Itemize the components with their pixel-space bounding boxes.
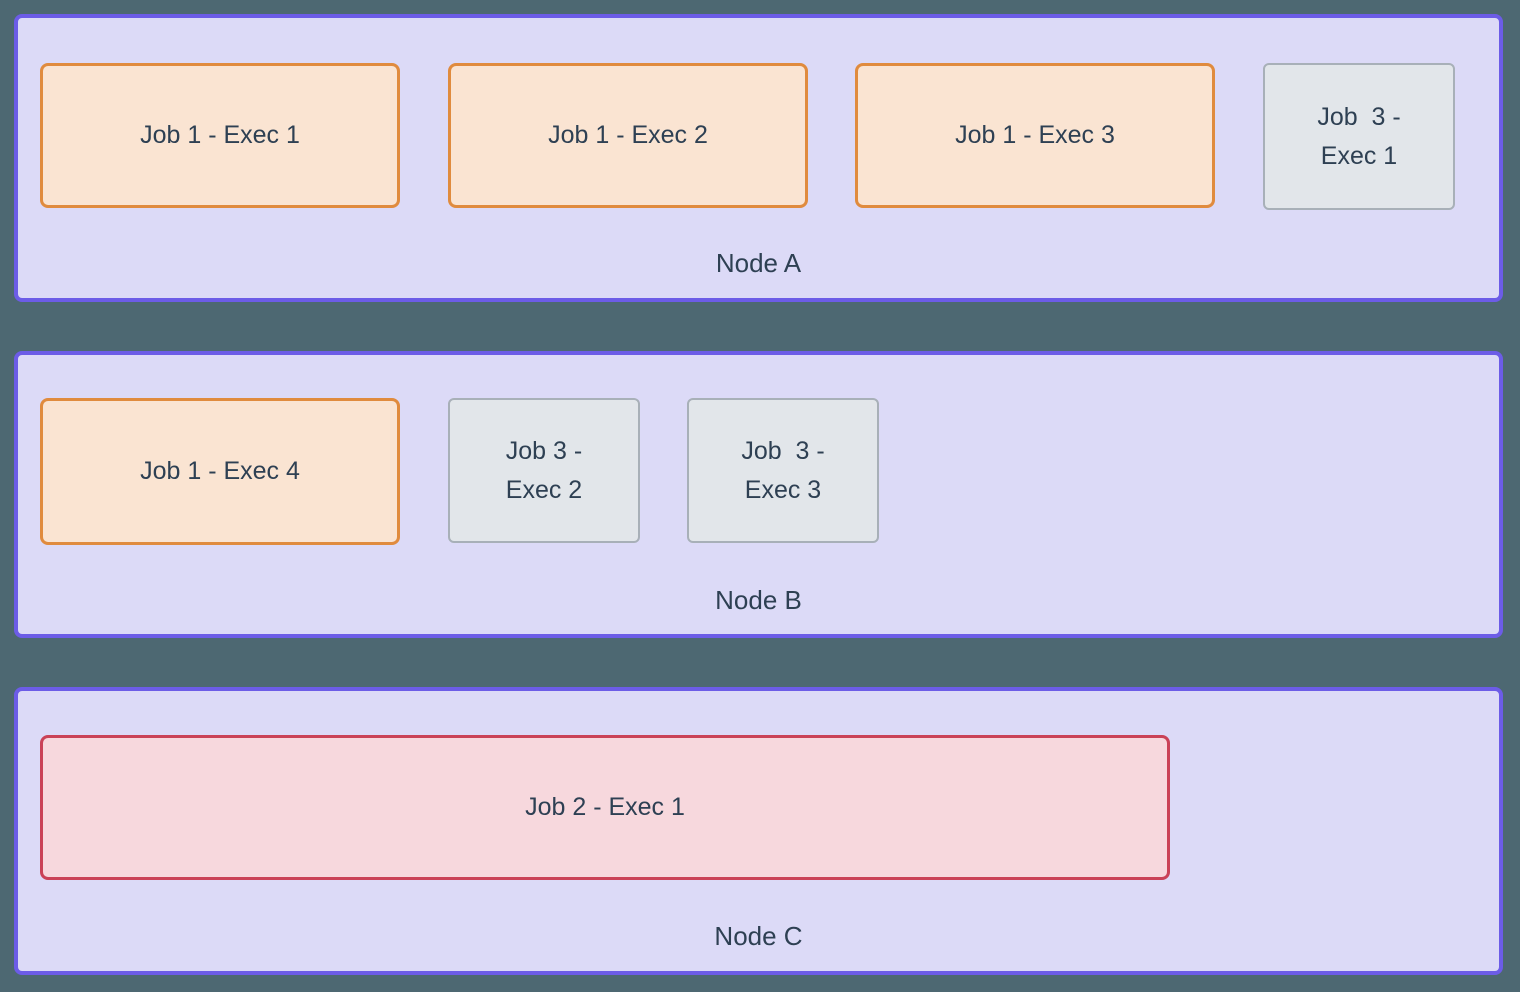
executor-label: Job 3 - Exec 2	[505, 436, 583, 504]
executor-label: Job 3 - Exec 3	[741, 436, 825, 504]
executor-label: Job 1 - Exec 1	[140, 121, 300, 150]
executor-job3-exec2: Job 3 - Exec 2	[448, 398, 640, 543]
executor-job3-exec3: Job 3 - Exec 3	[687, 398, 879, 543]
node-a: Job 1 - Exec 1 Job 1 - Exec 2 Job 1 - Ex…	[14, 14, 1503, 302]
executor-label: Job 1 - Exec 2	[548, 121, 708, 150]
executor-job1-exec4: Job 1 - Exec 4	[40, 398, 400, 545]
executor-job2-exec1: Job 2 - Exec 1	[40, 735, 1170, 880]
node-c-label: Node C	[714, 921, 803, 951]
node-b: Job 1 - Exec 4 Job 3 - Exec 2 Job 3 - Ex…	[14, 351, 1503, 638]
executor-job1-exec3: Job 1 - Exec 3	[855, 63, 1215, 208]
node-c: Job 2 - Exec 1 Node C	[14, 687, 1503, 975]
node-a-label: Node A	[715, 248, 802, 278]
executor-job1-exec2: Job 1 - Exec 2	[448, 63, 808, 208]
executor-job1-exec1: Job 1 - Exec 1	[40, 63, 400, 208]
executor-label: Job 2 - Exec 1	[525, 793, 685, 822]
executor-label: Job 3 - Exec 1	[1317, 102, 1401, 170]
node-b-label: Node B	[715, 585, 802, 615]
executor-label: Job 1 - Exec 3	[955, 121, 1115, 150]
executor-label: Job 1 - Exec 4	[140, 457, 300, 486]
executor-job3-exec1: Job 3 - Exec 1	[1263, 63, 1455, 210]
